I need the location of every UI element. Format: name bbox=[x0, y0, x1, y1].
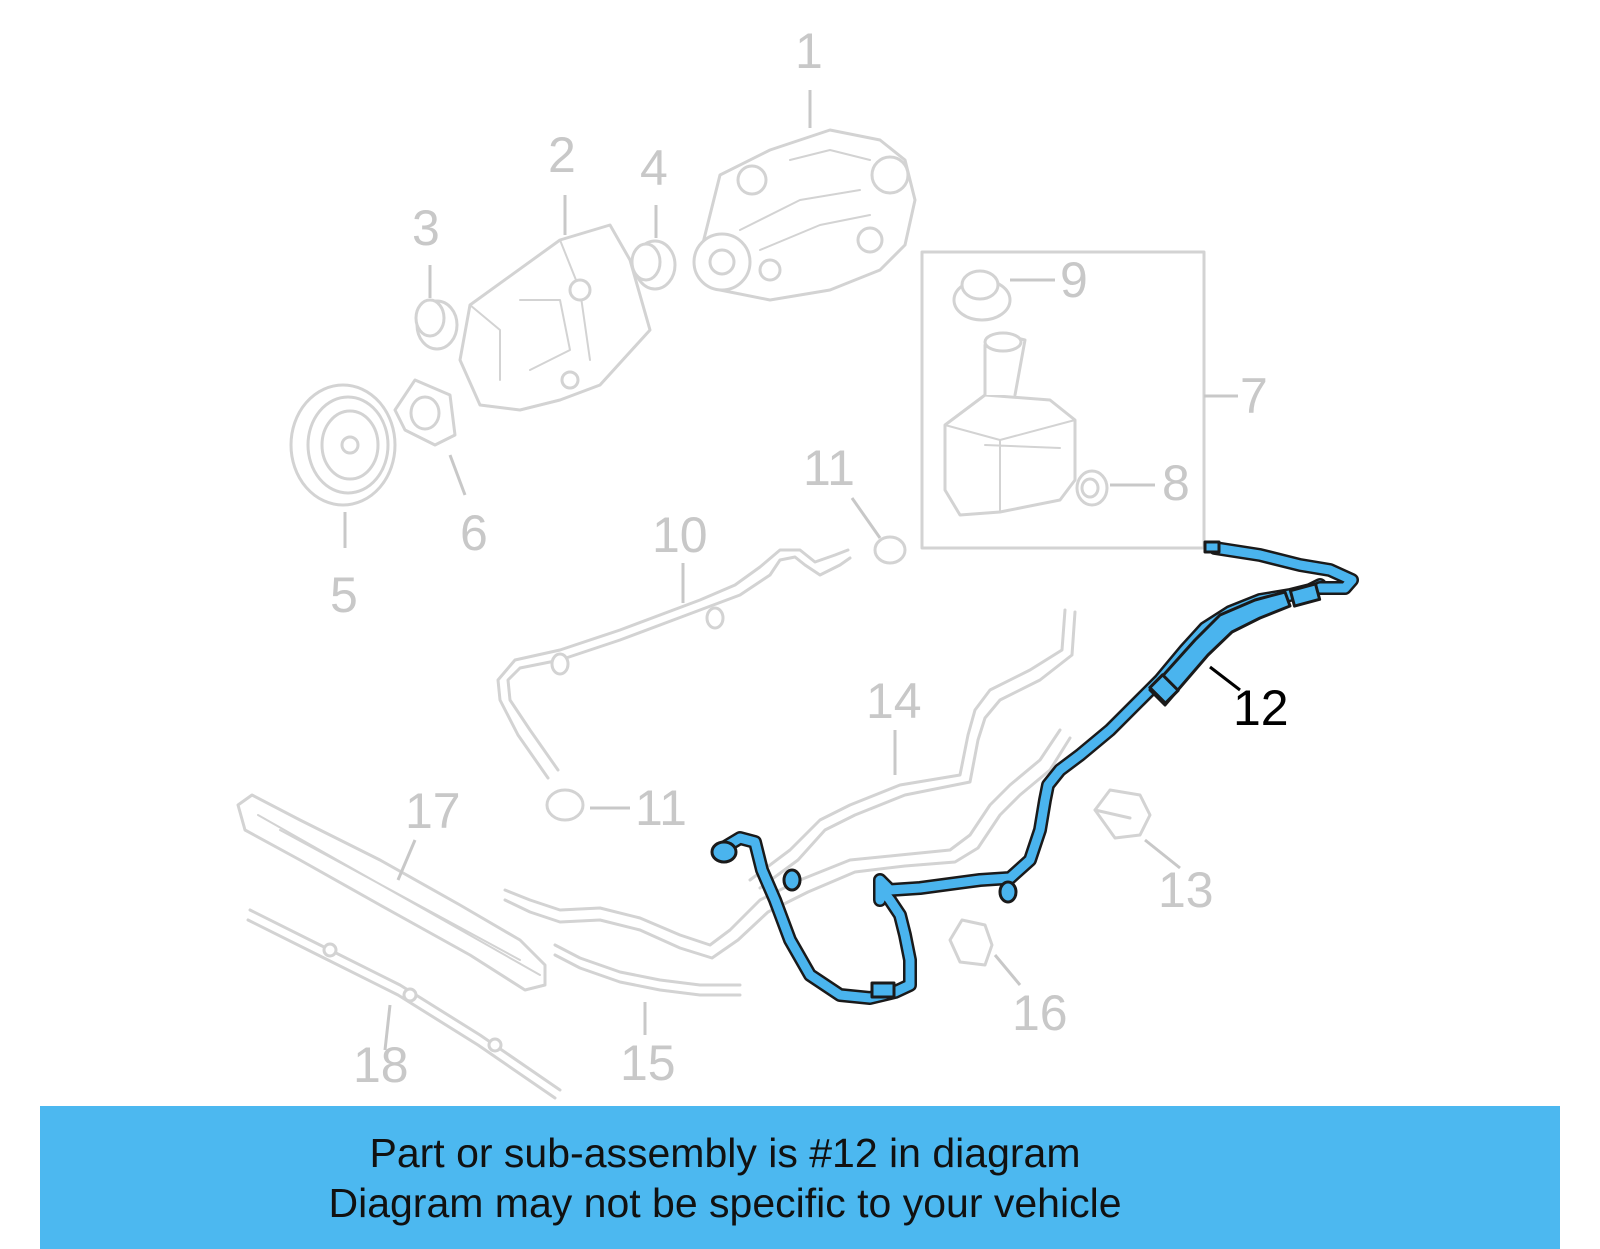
part-16-bolt bbox=[948, 918, 994, 967]
part-5-pulley bbox=[289, 383, 397, 507]
callout-14[interactable]: 14 bbox=[866, 673, 922, 729]
callout-4[interactable]: 4 bbox=[640, 140, 668, 196]
part-2-bracket bbox=[458, 223, 652, 412]
callout-1[interactable]: 1 bbox=[795, 23, 823, 79]
hose-crimp-lower bbox=[1148, 673, 1180, 705]
hose-crimp-upper bbox=[1288, 582, 1322, 608]
hose-sleeve bbox=[1148, 590, 1292, 707]
hose-outline bbox=[713, 578, 1327, 1005]
hose-bracket bbox=[998, 880, 1018, 904]
hose-tube-end bbox=[1203, 540, 1221, 554]
leader-16 bbox=[993, 954, 1022, 986]
part-3-bushing bbox=[414, 298, 459, 351]
leader-lines bbox=[343, 90, 1241, 1051]
callout-5[interactable]: 5 bbox=[330, 567, 358, 623]
part-7-reservoir-box bbox=[920, 250, 1206, 550]
leader-12 bbox=[1209, 665, 1241, 692]
caption-banner: Part or sub-assembly is #12 in diagram D… bbox=[40, 1106, 1560, 1249]
callout-12[interactable]: 12 bbox=[1233, 680, 1289, 736]
part-9-cap bbox=[952, 269, 1012, 322]
callout-15[interactable]: 15 bbox=[620, 1035, 676, 1091]
hose-fill bbox=[715, 580, 1325, 1003]
caption-line-disclaimer: Diagram may not be specific to your vehi… bbox=[328, 1179, 1122, 1226]
part-10-hose bbox=[496, 548, 852, 780]
callout-3[interactable]: 3 bbox=[412, 200, 440, 256]
hose-lower-crimp bbox=[870, 981, 896, 999]
part-15-line bbox=[503, 728, 1072, 997]
callout-labels: 1 2 3 4 5 6 7 8 9 10 11 11 12 13 14 15 1… bbox=[330, 23, 1289, 1093]
callout-16[interactable]: 16 bbox=[1012, 985, 1068, 1041]
leader-17 bbox=[396, 839, 417, 881]
part-4-bushing bbox=[630, 239, 677, 291]
hose-tube-fill bbox=[1210, 543, 1357, 593]
callout-10[interactable]: 10 bbox=[652, 507, 708, 563]
leader-11a bbox=[850, 497, 882, 539]
callout-6[interactable]: 6 bbox=[460, 505, 488, 561]
part-13-bolt bbox=[1093, 788, 1152, 840]
leader-18 bbox=[383, 1004, 392, 1051]
leader-6 bbox=[448, 454, 467, 496]
part-8-grommet bbox=[1075, 469, 1109, 507]
part-18-line bbox=[246, 908, 562, 1100]
part-14-line bbox=[748, 608, 1077, 890]
callout-13[interactable]: 13 bbox=[1158, 862, 1214, 918]
hose-clip bbox=[782, 868, 802, 892]
callout-9[interactable]: 9 bbox=[1060, 252, 1088, 308]
part-17-shield bbox=[236, 793, 547, 992]
callout-17[interactable]: 17 bbox=[405, 783, 461, 839]
hose-end-fitting bbox=[710, 840, 738, 864]
callout-11-lower[interactable]: 11 bbox=[635, 780, 687, 836]
reservoir-body bbox=[943, 331, 1077, 517]
part-12-pressure-hose[interactable] bbox=[710, 540, 1359, 1005]
callout-18[interactable]: 18 bbox=[353, 1037, 409, 1093]
callout-8[interactable]: 8 bbox=[1162, 455, 1190, 511]
part-11-clamp-lower bbox=[545, 788, 585, 822]
callout-7[interactable]: 7 bbox=[1240, 368, 1268, 424]
part-6-gasket bbox=[393, 378, 457, 447]
part-11-clamp-upper bbox=[873, 535, 907, 565]
caption-line-part: Part or sub-assembly is #12 in diagram bbox=[369, 1129, 1081, 1176]
leader-13 bbox=[1144, 838, 1181, 870]
callout-2[interactable]: 2 bbox=[548, 127, 576, 183]
callout-11-upper[interactable]: 11 bbox=[803, 440, 855, 496]
part-1-pump bbox=[692, 128, 917, 302]
